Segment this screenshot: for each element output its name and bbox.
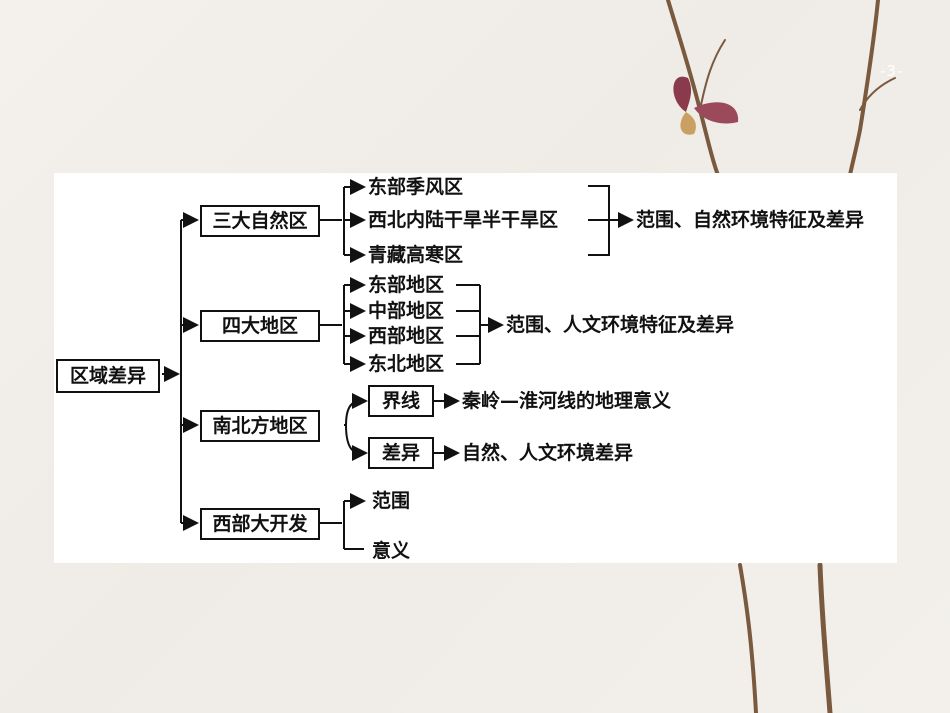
natural-result: 范围、自然环境特征及差异 [636,209,865,231]
concept-map-panel: 区域差异 三大自然区 东部季风区 西北内陆干旱半干旱区 青藏高寒区 范围、自然环… [54,173,897,563]
regions-item-1: 东部地区 [368,274,445,296]
regions-item-3: 西部地区 [368,325,445,347]
difference-result: 自然、人文环境差异 [462,442,634,464]
root-node: 区域差异 [56,359,160,393]
regions-result: 范围、人文环境特征及差异 [506,314,735,336]
regions-item-2: 中部地区 [368,300,445,322]
natural-item-2: 西北内陆干旱半干旱区 [368,209,559,231]
slide-number: -3- [880,62,904,80]
natural-item-1: 东部季风区 [368,176,464,198]
branch-natural-regions: 三大自然区 [200,205,320,237]
west-item-2: 意义 [372,540,411,562]
natural-item-3: 青藏高寒区 [368,244,464,266]
branch-west-development: 西部大开发 [200,508,320,540]
difference-box: 差异 [368,437,434,469]
branch-north-south: 南北方地区 [200,410,320,442]
connector-lines [162,179,634,550]
boundary-result: 秦岭—淮河线的地理意义 [462,390,672,412]
butterfly-icon [673,76,739,135]
branch-four-regions: 四大地区 [200,310,320,342]
regions-item-4: 东北地区 [368,353,445,375]
west-item-1: 范围 [372,490,411,512]
boundary-box: 界线 [368,385,434,417]
